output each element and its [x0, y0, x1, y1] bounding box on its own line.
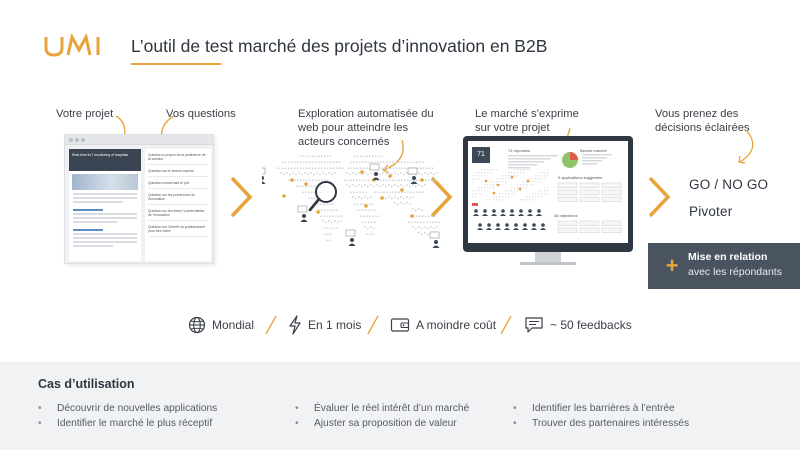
use-case-item: Évaluer le réel intérêt d’un marché — [295, 401, 469, 416]
feature-cout: A moindre coût — [390, 313, 496, 337]
document-question: Question sur les freins / points faibles… — [148, 209, 208, 221]
step-label-marche: Le marché s’exprime sur votre projet — [475, 108, 579, 134]
step-label-decisions: Vous prenez des décisions éclairées — [655, 108, 750, 134]
wallet-icon — [390, 318, 410, 332]
feature-label: ~ 50 feedbacks — [550, 318, 632, 332]
feature-label: A moindre coût — [416, 318, 497, 332]
use-case-item: Identifier les barrières à l’entrée — [513, 401, 689, 416]
decision-pivoter: Pivoter — [689, 204, 733, 219]
globe-icon — [188, 316, 206, 334]
feature-label: Mondial — [212, 318, 255, 332]
world-map — [262, 155, 440, 248]
decision-go-nogo: GO / NO GO — [689, 177, 769, 192]
plus-icon: + — [665, 253, 679, 278]
use-case-item: Ajuster sa proposition de valeur — [295, 416, 469, 431]
slash-divider — [265, 315, 277, 335]
step-label-projet: Votre projet — [56, 108, 114, 120]
use-cases-section: Cas d’utilisation Découvrir de nouvelles… — [0, 362, 800, 450]
results-dashboard: 71 71 réponses Besoin marché 9 applicati… — [468, 141, 628, 243]
document-project-title: Real-time IIoT monitoring of hospitals — [72, 153, 129, 157]
monitor: 71 71 réponses Besoin marché 9 applicati… — [463, 136, 633, 252]
apps-label: 9 applications suggérées — [558, 175, 603, 180]
use-cases-column: Découvrir de nouvelles applications Iden… — [38, 401, 217, 431]
step-label-exploration: Exploration automatisée du web pour atte… — [298, 108, 434, 148]
chevron-right-icon — [430, 176, 453, 218]
cta-subtitle: avec les répondants — [688, 266, 782, 278]
window-dot-icon — [69, 138, 73, 142]
document-question: Question sur les points forts de l’innov… — [148, 193, 208, 205]
use-case-item: Trouver des partenaires intéressés — [513, 416, 689, 431]
document-question: Question sur l’intérêt du professionnel … — [148, 225, 208, 237]
umi-logo — [44, 34, 100, 57]
document-project-panel: Real-time IIoT monitoring of hospitals — [69, 149, 141, 261]
feature-mondial: Mondial — [188, 313, 254, 337]
curved-arrow-icon — [738, 129, 754, 164]
monitor-stand — [535, 252, 561, 262]
responses-label: 71 réponses — [508, 148, 531, 153]
feature-duree: En 1 mois — [288, 313, 361, 337]
use-cases-title: Cas d’utilisation — [38, 377, 135, 391]
document-toolbar — [65, 135, 213, 145]
besoin-label: Besoin marché — [580, 148, 607, 153]
response-count-badge: 71 — [472, 147, 490, 163]
document-question: Question concernant le prix — [148, 181, 208, 189]
slash-divider — [500, 315, 512, 335]
feature-feedbacks: ~ 50 feedbacks — [524, 313, 632, 337]
cta-title: Mise en relation — [688, 251, 768, 263]
feature-label: En 1 mois — [308, 318, 362, 332]
document-project-header: Real-time IIoT monitoring of hospitals — [69, 149, 141, 171]
monitor-base — [520, 262, 576, 265]
chevron-right-icon — [230, 176, 253, 218]
magnifier-icon — [308, 181, 337, 212]
document-questions-panel: Question à propos de la pertinence de la… — [145, 149, 211, 261]
use-cases-column: Évaluer le réel intérêt d’un marché Ajus… — [295, 401, 469, 431]
feedback-icon — [525, 317, 543, 333]
objections-label: 36 objections — [554, 213, 578, 218]
step-label-questions: Vos questions — [166, 108, 236, 120]
document-question: Question à propos de la pertinence de la… — [148, 153, 208, 165]
title-underline — [131, 63, 221, 65]
use-case-item: Découvrir de nouvelles applications — [38, 401, 217, 416]
document-question: Question sur le besoin marché — [148, 169, 208, 177]
use-case-item: Identifier le marché le plus réceptif — [38, 416, 217, 431]
page-title: L’outil de test marché des projets d’inn… — [131, 36, 548, 56]
features-row: Mondial En 1 mois A moindre coût ~ 50 fe… — [0, 313, 800, 337]
lightning-icon — [289, 315, 301, 335]
window-dot-icon — [81, 138, 85, 142]
slash-divider — [367, 315, 379, 335]
mise-en-relation-button[interactable]: + Mise en relation avec les répondants — [648, 243, 800, 289]
document-image — [72, 174, 138, 190]
chevron-right-icon — [648, 176, 671, 218]
use-cases-column: Identifier les barrières à l’entrée Trou… — [513, 401, 689, 431]
window-dot-icon — [75, 138, 79, 142]
project-document: Real-time IIoT monitoring of hospitals Q… — [64, 134, 214, 264]
